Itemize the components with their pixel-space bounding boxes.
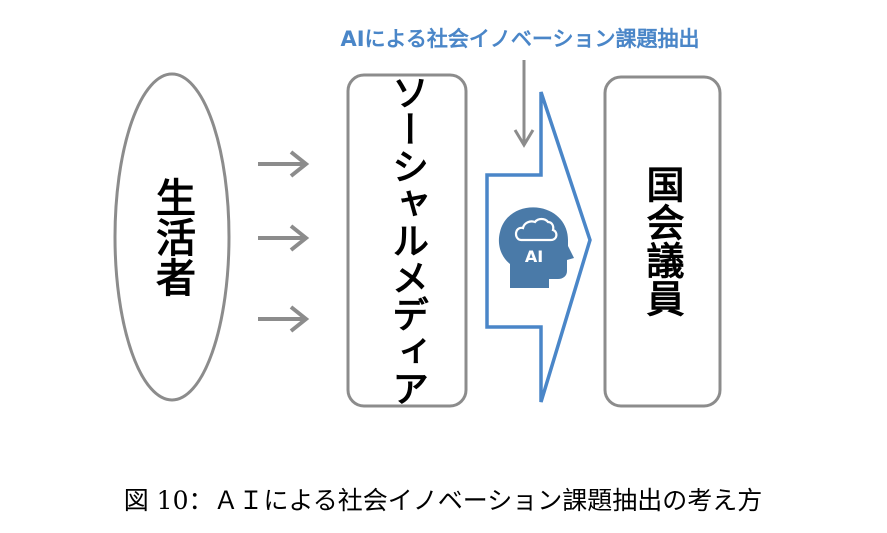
- social-media-label: ソーシャルメディア: [386, 74, 429, 407]
- arrow-right-icon: [258, 305, 310, 333]
- citizens-node: [113, 72, 231, 402]
- ai-head-icon: AI: [498, 207, 574, 288]
- citizens-label: 生活者: [149, 177, 196, 297]
- ai-process-label: AIによる社会イノベーション課題抽出: [340, 27, 699, 51]
- diet-members-node: [603, 75, 722, 408]
- down-arrow-icon: [513, 60, 535, 148]
- arrow-right-icon: [258, 150, 310, 178]
- figure-caption: 図 10：ＡＩによる社会イノベーション課題抽出の考え方: [124, 486, 763, 515]
- arrow-right-icon: [258, 224, 310, 252]
- citizens-to-social-arrows: [258, 150, 310, 333]
- diet-members-label: 国会議員: [640, 165, 684, 317]
- social-media-node: [346, 73, 468, 408]
- ai-icon-text: AI: [525, 247, 543, 266]
